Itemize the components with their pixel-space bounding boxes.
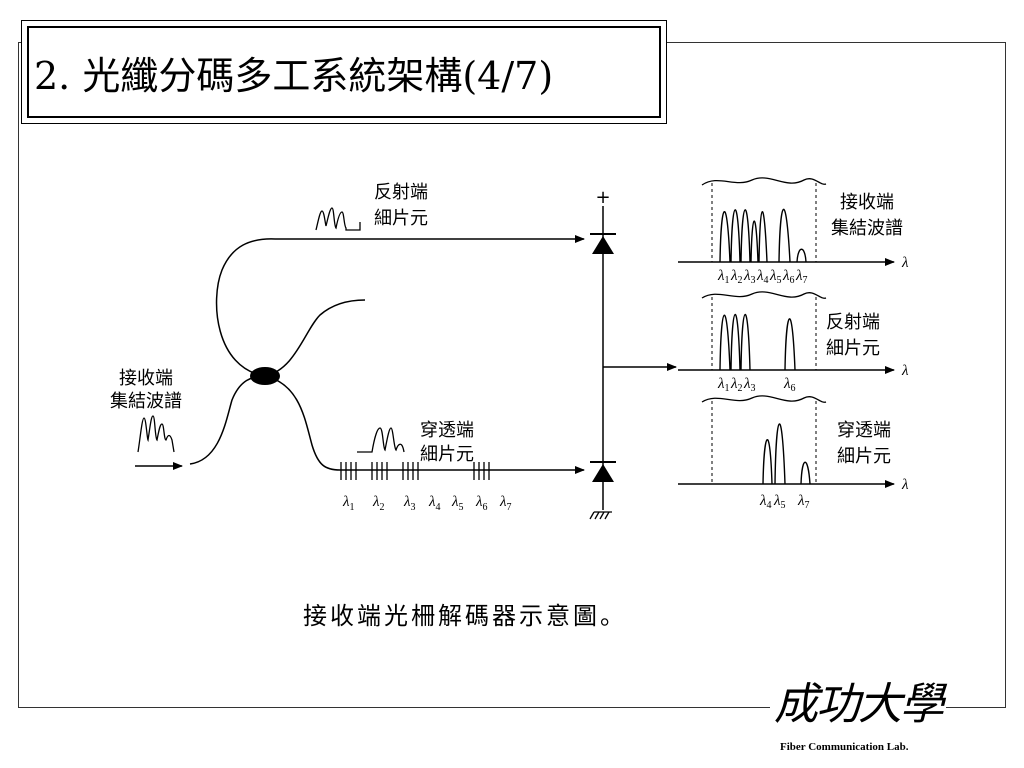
panel-lambda-7: λ7 (797, 493, 810, 511)
spectrum-peaks (762, 423, 811, 485)
input-label-line2: 集結波譜 (110, 391, 182, 412)
panel-lambda-1: λ1 (717, 268, 730, 286)
panel-lambda-7: λ7 (795, 268, 808, 286)
slide-title: 2. 光纖分碼多工系統架構(4/7) (34, 54, 554, 98)
panel-lambda-6: λ6 (783, 376, 796, 394)
panel-lambda-5: λ5 (769, 268, 782, 286)
ground-icon (589, 511, 612, 520)
figure-caption: 接收端光柵解碼器示意圖。 (303, 602, 627, 630)
panel-label-line2: 細片元 (837, 446, 891, 467)
bragg-gratings (340, 462, 490, 480)
panel-label-line1: 穿透端 (837, 420, 891, 441)
noise-boundary (701, 291, 827, 299)
grating-lambda-6: λ6 (475, 494, 488, 513)
panel-lambda-1: λ1 (717, 376, 730, 394)
reflect-label-line2: 細片元 (374, 208, 428, 229)
transmit-label-line2: 細片元 (420, 444, 474, 465)
transmit-chip-pulse-icon (357, 427, 405, 453)
axis-lambda: λ (901, 255, 909, 271)
fiber-lower-right (264, 375, 341, 471)
input-label-line1: 接收端 (119, 368, 173, 389)
grating-lambda-7: λ7 (499, 494, 512, 513)
reflect-chip-pulse-icon (315, 207, 361, 231)
spectrum-panel-reflected: λ 反射端 細片元 λ1 λ2 λ3 λ6 (678, 291, 909, 394)
grating-lambda-3: λ3 (403, 494, 416, 513)
grating-lambda-4: λ4 (428, 494, 441, 513)
panel-lambda-4: λ4 (759, 493, 772, 511)
panel-lambda-3: λ3 (743, 376, 756, 394)
noise-boundary (701, 395, 827, 403)
reflect-label-line1: 反射端 (374, 182, 428, 203)
transmit-label-line1: 穿透端 (420, 420, 474, 441)
spectrum-panel-received: λ 接收端 集結波譜 λ1 λ2 λ3 λ4 λ5 λ6 λ7 (678, 177, 909, 286)
fiber-input (189, 375, 266, 465)
noise-boundary (701, 177, 827, 186)
grating-lambda-1: λ1 (342, 494, 355, 513)
spectrum-peaks (719, 208, 807, 263)
panel-lambda-5: λ5 (773, 493, 786, 511)
fiber-upper-right (264, 299, 366, 377)
panel-lambda-3: λ3 (743, 268, 756, 286)
grating-lambda-5: λ5 (451, 494, 464, 513)
panel-lambda-6: λ6 (782, 268, 795, 286)
grating-lambda-2: λ2 (372, 494, 385, 513)
spectrum-panel-transmitted: λ 穿透端 細片元 λ4 λ5 λ7 (678, 395, 909, 511)
axis-lambda: λ (901, 477, 909, 493)
panel-label-line1: 反射端 (826, 312, 880, 333)
fiber-upper-loop (215, 238, 276, 377)
grating-lambda-labels: λ1 λ2 λ3 λ4 λ5 λ6 λ7 (342, 494, 512, 513)
photodiode-top-icon (592, 236, 614, 254)
panel-label-line1: 接收端 (840, 192, 894, 213)
panel-label-line2: 細片元 (826, 338, 880, 359)
panel-lambda-4: λ4 (756, 268, 769, 286)
university-logo-script: 成功大學 (770, 668, 946, 732)
input-spectrum-pulse-icon (137, 415, 175, 453)
axis-lambda: λ (901, 363, 909, 379)
panel-label-line2: 集結波譜 (831, 218, 903, 239)
panel-lambda-2: λ2 (730, 376, 743, 394)
panel-lambda-2: λ2 (730, 268, 743, 286)
coupler-node (250, 367, 280, 385)
title-box: 2. 光纖分碼多工系統架構(4/7) (21, 20, 667, 124)
spectrum-peaks (719, 314, 796, 371)
bias-plus-label: + (595, 187, 610, 208)
photodiode-bottom-icon (592, 464, 614, 482)
lab-name: Fiber Communication Lab. (780, 741, 909, 753)
title-box-inner-border (27, 26, 661, 118)
